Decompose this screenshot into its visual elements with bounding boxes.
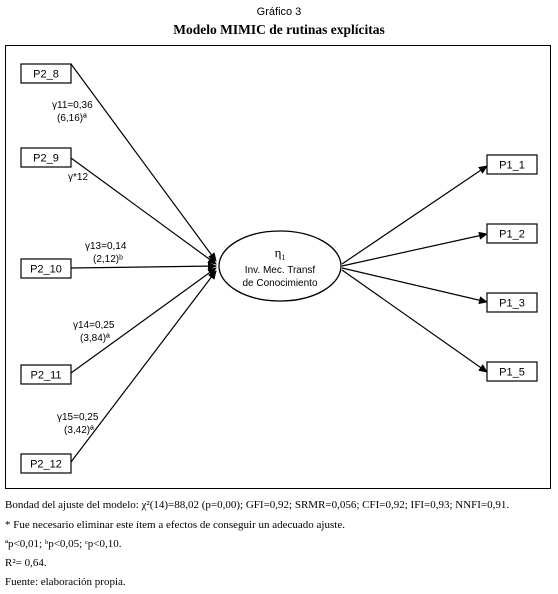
latent-symbol: η — [275, 245, 282, 260]
svg-text:P1_2: P1_2 — [499, 229, 525, 241]
svg-text:P2_9: P2_9 — [33, 153, 59, 165]
svg-text:η1: η1 — [275, 245, 286, 262]
note-r-squared: R²= 0,64. — [5, 557, 47, 569]
svg-text:P1_3: P1_3 — [499, 298, 525, 310]
output-node-p1-3: P1_3 — [486, 292, 538, 313]
input-node-p2-12: P2_12 — [20, 453, 72, 474]
svg-text:P2_12: P2_12 — [30, 459, 62, 471]
coef-gamma11: γ11=0,36 — [52, 100, 93, 111]
path-eta-to-p1-5 — [341, 269, 488, 373]
figure-title: Modelo MIMIC de rutinas explícitas — [173, 22, 385, 37]
diagram-frame — [5, 45, 551, 489]
input-node-p2-8: P2_8 — [20, 63, 72, 84]
coef-gamma14: γ14=0,25 — [73, 320, 115, 331]
stat-gamma14: (3,84)ª — [80, 333, 110, 344]
latent-subscript: 1 — [281, 253, 285, 262]
path-eta-to-p1-1 — [341, 165, 488, 265]
svg-text:P2_10: P2_10 — [30, 264, 62, 276]
stat-gamma15: (3,42)ª — [64, 425, 94, 436]
coef-gamma13: γ13=0,14 — [85, 241, 127, 252]
note-item-removed: * Fue necesario eliminar este ítem a efe… — [5, 519, 345, 531]
stat-gamma11: (6,16)ª — [57, 113, 87, 124]
svg-text:P1_5: P1_5 — [499, 367, 525, 379]
input-node-p2-9: P2_9 — [20, 147, 72, 168]
coef-gamma15: γ15=0,25 — [57, 412, 99, 423]
note-significance: ªp<0,01; ᵇp<0,05; ᶜp<0,10. — [5, 538, 122, 550]
path-p2-8-to-eta — [70, 63, 217, 262]
stat-gamma13: (2,12)ᵇ — [93, 254, 123, 265]
path-p2-12-to-eta — [70, 270, 217, 463]
latent-label-line2: de Conocimiento — [242, 278, 317, 289]
svg-text:P1_1: P1_1 — [499, 160, 525, 172]
latent-node-eta1: η1 Inv. Mec. Transf de Conocimiento — [218, 230, 342, 302]
note-fit-indices: Bondad del ajuste del modelo: χ²(14)=88,… — [5, 499, 510, 511]
note-source: Fuente: elaboración propia. — [5, 576, 126, 588]
path-p2-11-to-eta — [70, 267, 217, 374]
coef-gamma12: γ*12 — [68, 172, 88, 183]
svg-text:P2_11: P2_11 — [31, 370, 62, 382]
latent-label-line1: Inv. Mec. Transf — [245, 265, 316, 276]
output-node-p1-2: P1_2 — [486, 223, 538, 244]
svg-text:P2_8: P2_8 — [33, 69, 59, 81]
figure-number: Gráfico 3 — [256, 6, 302, 18]
output-node-p1-1: P1_1 — [486, 154, 538, 175]
input-node-p2-10: P2_10 — [20, 258, 72, 279]
path-eta-to-p1-2 — [341, 231, 488, 267]
path-p2-9-to-eta — [70, 157, 217, 265]
path-p2-10-to-eta — [70, 262, 217, 271]
path-eta-to-p1-3 — [341, 267, 488, 305]
output-node-p1-5: P1_5 — [486, 361, 538, 382]
input-node-p2-11: P2_11 — [20, 364, 72, 385]
